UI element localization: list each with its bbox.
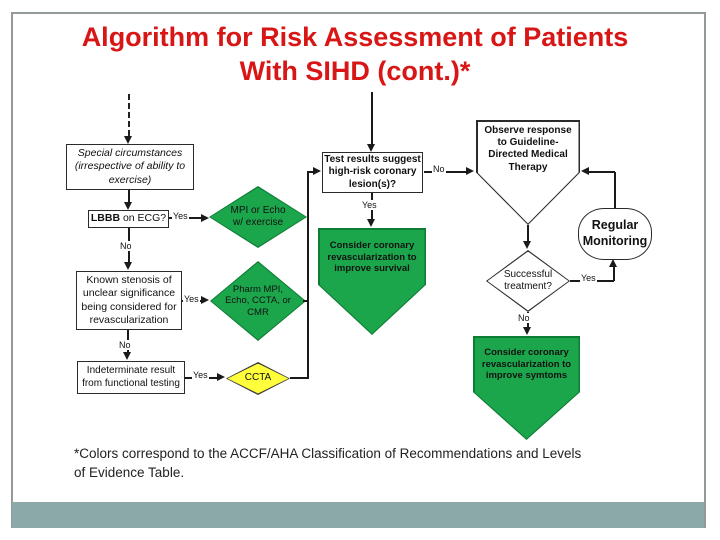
node-indeterminate-result: Indeterminate result from functional tes…: [77, 361, 185, 394]
node-test-results-label: Test results suggest high-risk coronary …: [324, 153, 421, 190]
edge-lbbb-no-label: No: [119, 241, 133, 251]
edge-special-to-lbbb: [128, 190, 130, 203]
arrowhead-down-icon: [523, 327, 531, 335]
node-revascularization-symptoms-label: Consider coronary revascularization to i…: [481, 347, 572, 382]
edge-indeterminate-yes-label: Yes: [192, 370, 209, 380]
arrowhead-down-icon: [124, 262, 132, 270]
node-regular-monitoring-label: Regular Monitoring: [582, 218, 648, 248]
arrowhead-right-icon: [201, 296, 209, 304]
node-regular-monitoring: Regular Monitoring: [578, 208, 652, 260]
node-mpi-echo-exercise-label: MPI or Echo w/ exercise: [230, 204, 286, 228]
node-ccta-label: CCTA: [244, 372, 272, 384]
arrowhead-down-icon: [367, 219, 375, 227]
lbbb-bold-text: LBBB: [90, 212, 121, 225]
node-pharm-mpi-echo-ccta-cmr-label: Pharm MPI, Echo, CCTA, or CMR: [225, 283, 291, 318]
node-known-stenosis: Known stenosis of unclear significance b…: [76, 271, 182, 330]
edge-test-no-label: No: [432, 164, 446, 174]
arrowhead-up-icon: [609, 259, 617, 267]
connector-dashed-in: [128, 94, 130, 136]
connector-vertical: [307, 171, 309, 379]
footer-bar: [12, 502, 704, 528]
footnote-line2: of Evidence Table.: [74, 465, 185, 480]
arrowhead-right-icon: [217, 373, 225, 381]
node-indeterminate-result-label: Indeterminate result from functional tes…: [82, 365, 180, 389]
footnote-line1: *Colors correspond to the ACCF/AHA Class…: [74, 446, 582, 461]
node-test-results: Test results suggest high-risk coronary …: [322, 152, 423, 193]
arrowhead-down-icon: [367, 144, 375, 152]
arrowhead-down-icon: [124, 202, 132, 210]
slide-title: Algorithm for Risk Assessment of Patient…: [10, 20, 700, 88]
edge-successful-yes-v: [613, 266, 615, 281]
edge-connector-to-test: [307, 171, 314, 173]
connector-solid-in: [371, 92, 373, 144]
arrowhead-left-icon: [581, 167, 589, 175]
edge-regmon-feedback-h: [589, 171, 615, 173]
arrowhead-down-icon: [124, 136, 132, 144]
edge-pharm-to-connector: [303, 300, 309, 302]
edge-known-no-label: No: [118, 340, 132, 350]
edge-ccta-to-connector: [290, 377, 309, 379]
node-successful-treatment-label: Successful treatment?: [503, 268, 553, 292]
arrowhead-right-icon: [201, 214, 209, 222]
edge-regmon-feedback-v: [614, 172, 616, 208]
arrowhead-down-icon: [123, 352, 131, 360]
arrowhead-right-icon: [466, 167, 474, 175]
node-known-stenosis-label: Known stenosis of unclear significance b…: [81, 274, 177, 326]
node-lbbb-ecg: LBBB on ECG?: [88, 210, 169, 228]
slide-title-line2: With SIHD (cont.)*: [239, 56, 471, 86]
node-observe-gdmt-label: Observe response to Guideline-Directed M…: [484, 125, 572, 173]
edge-successful-no-label: No: [517, 313, 531, 323]
edge-test-yes-label: Yes: [361, 200, 378, 210]
node-special-circumstances: Special circumstances (irrespective of a…: [66, 144, 194, 190]
arrowhead-right-icon: [313, 167, 321, 175]
node-lbbb-ecg-label: LBBB on ECG?: [91, 212, 166, 225]
node-revascularization-survival-label: Consider coronary revascularization to i…: [327, 240, 417, 275]
edge-known-yes-label: Yes: [183, 294, 200, 304]
slide-title-line1: Algorithm for Risk Assessment of Patient…: [81, 22, 629, 52]
edge-lbbb-yes-label: Yes: [172, 211, 189, 221]
edge-observe-to-successful: [527, 225, 529, 242]
node-special-circumstances-label: Special circumstances (irrespective of a…: [74, 147, 186, 186]
lbbb-rest-text: on ECG?: [120, 212, 167, 225]
edge-successful-yes-label: Yes: [580, 273, 597, 283]
arrowhead-down-icon: [523, 241, 531, 249]
